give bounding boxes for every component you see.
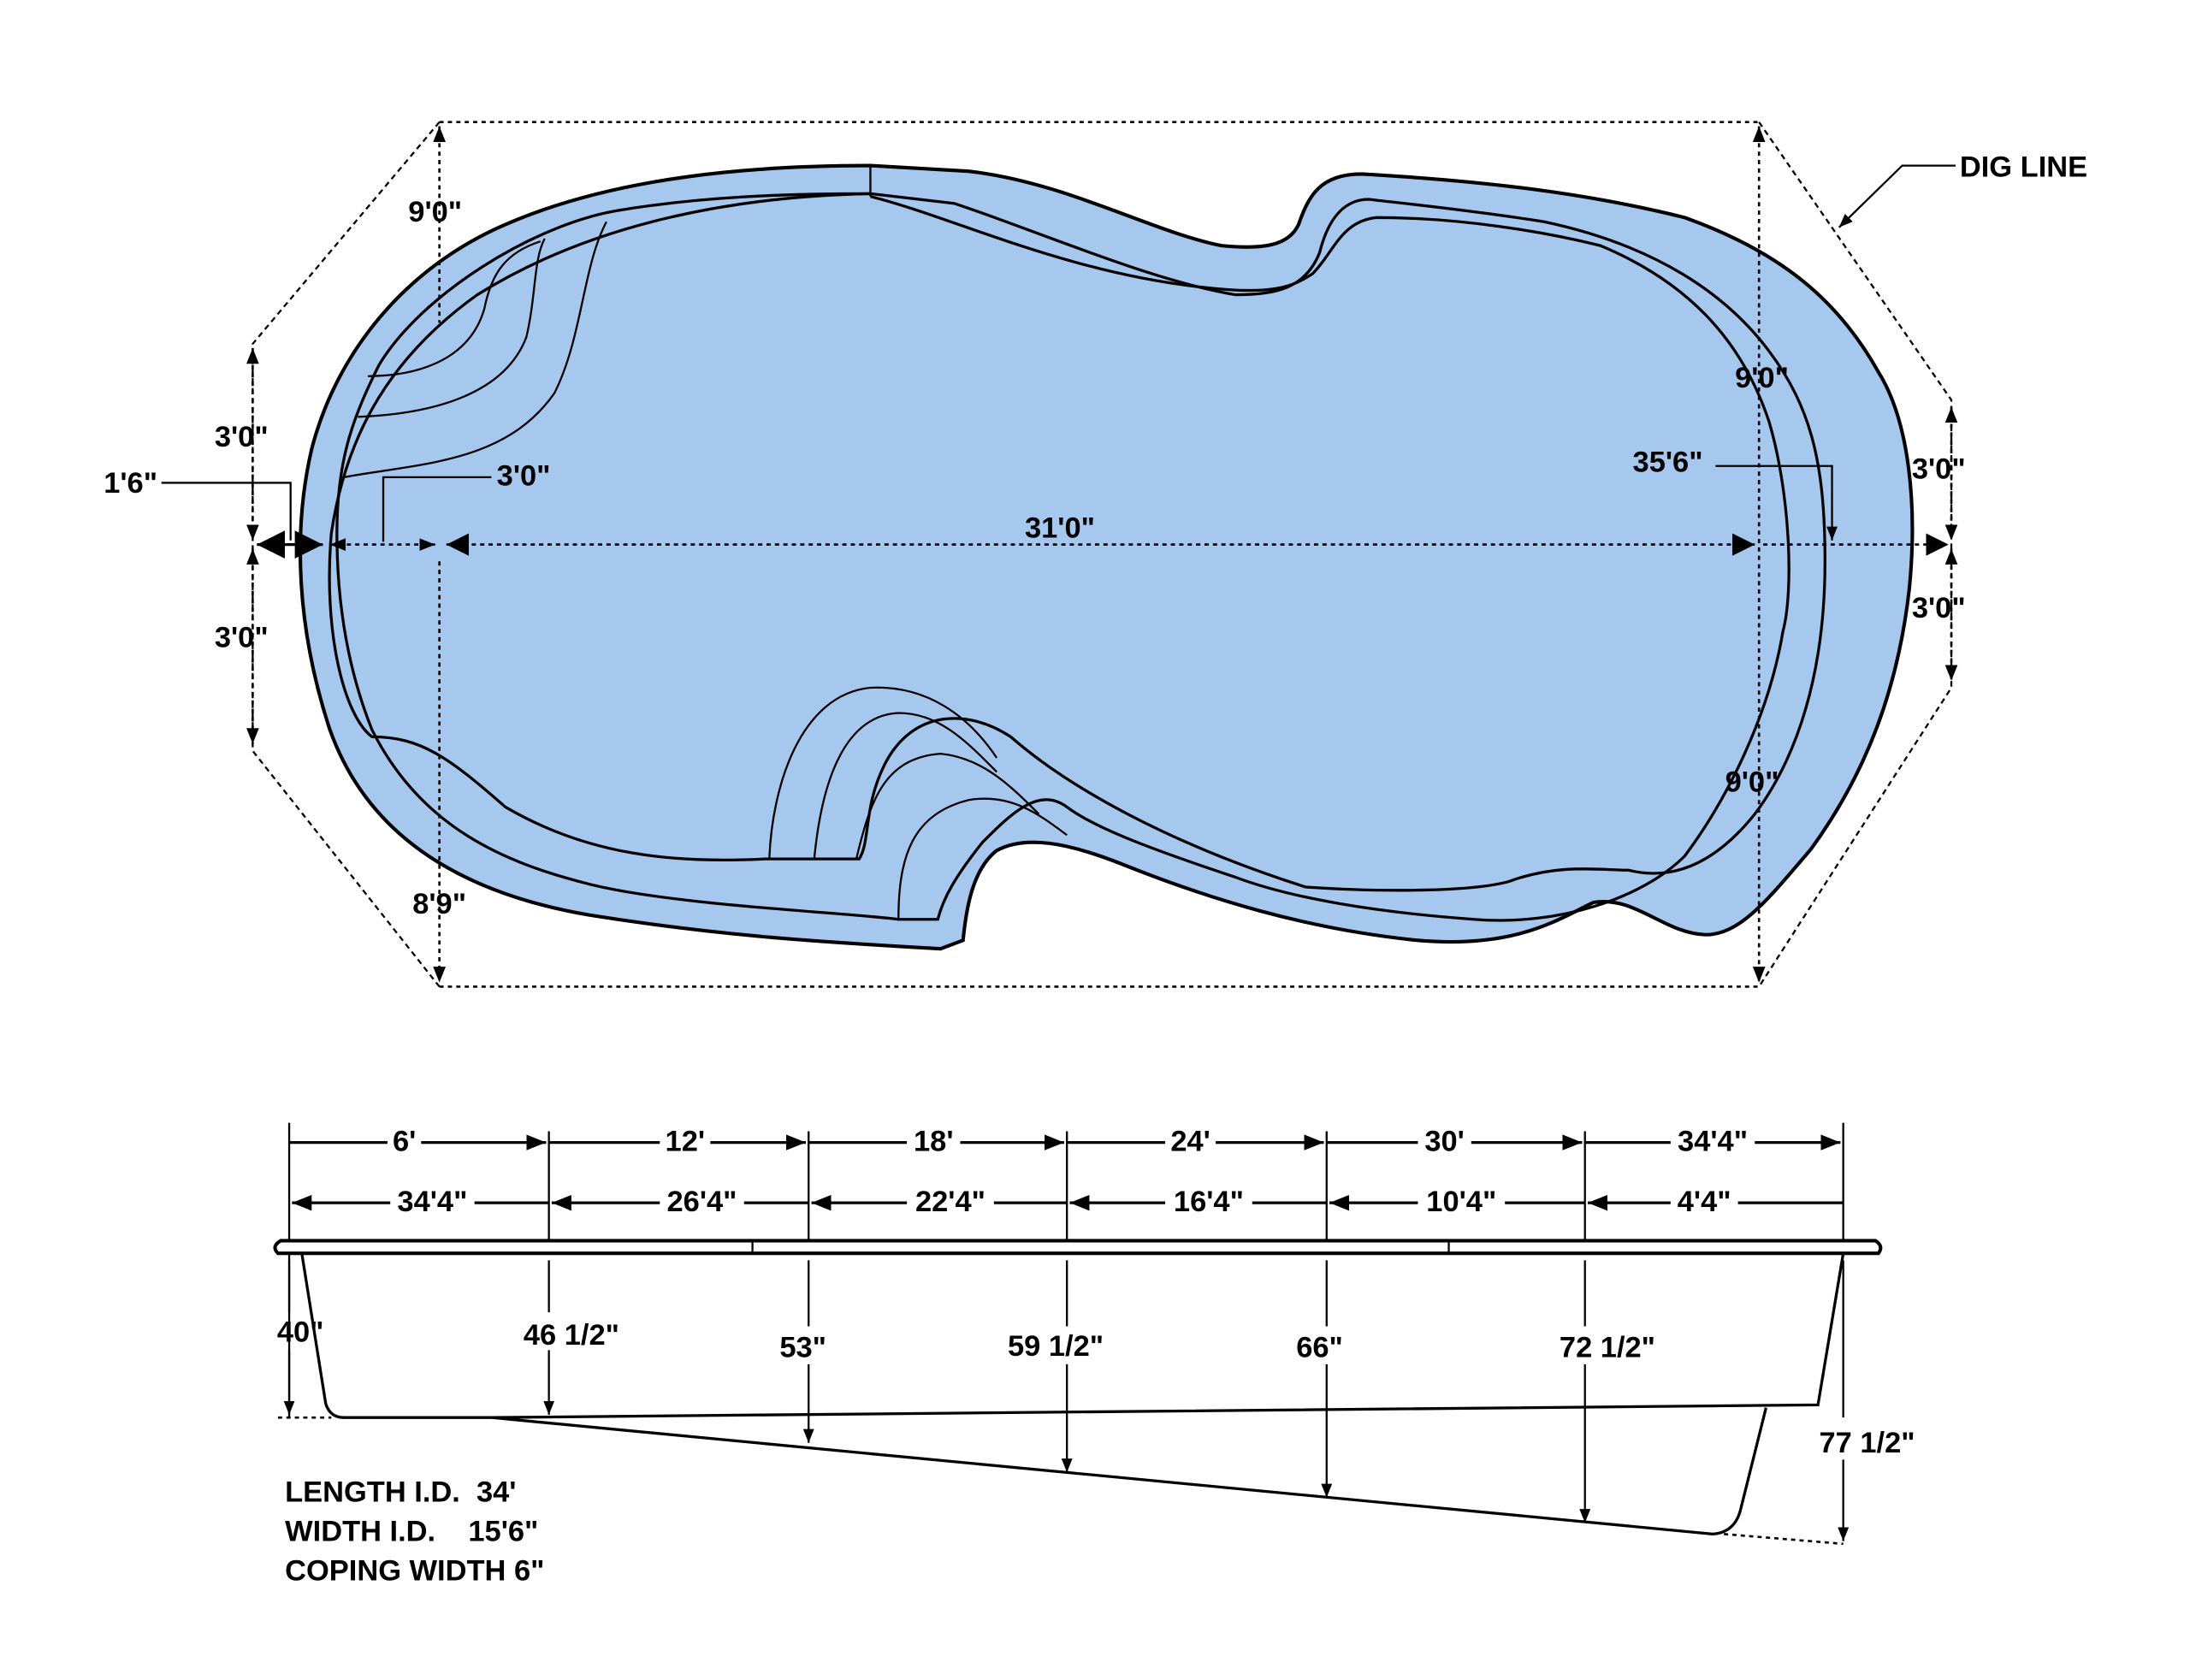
depth-label: 53": [779, 1332, 826, 1364]
depth-label: 77 1/2": [1820, 1427, 1915, 1459]
step-line: [768, 686, 998, 860]
leader-3-0: [382, 476, 492, 542]
pool-floor-slope: [491, 1407, 1768, 1536]
step-line: [813, 712, 997, 860]
leader-1-6: [161, 482, 292, 541]
pool-coping-outline: [298, 163, 1915, 951]
station-reverse-label: 10'4": [1426, 1186, 1496, 1218]
dim-left-lower-3: 3'0": [215, 621, 269, 654]
step-line: [343, 221, 607, 478]
station-forward-label: 12': [666, 1125, 706, 1157]
step-line: [897, 797, 1068, 920]
depth-label: 66": [1296, 1332, 1343, 1364]
station-forward-label: 18': [914, 1125, 954, 1157]
depth-label: 59 1/2": [1008, 1330, 1104, 1363]
pool-floor-outline: [335, 192, 1790, 922]
station-reverse-label: 22'4": [915, 1186, 986, 1218]
station-forward-label: 30': [1424, 1125, 1465, 1157]
depth-label: 40": [277, 1316, 324, 1349]
station-reverse-label: 4'4": [1678, 1186, 1731, 1218]
note-width: WIDTH I.D. 15'6": [285, 1516, 538, 1548]
station-reverse-label: 34'4": [397, 1186, 467, 1218]
dim-left-upper-3: 3'0": [215, 421, 269, 453]
dig-line-label: DIG LINE: [1960, 151, 2087, 184]
dim-top-left-9: 9'0": [408, 196, 462, 228]
plan-view: DIG LINE 9'0" 3'0" 1'6" 3'0" 31'0" 3'0" …: [104, 122, 2087, 987]
depth-label: 46 1/2": [524, 1319, 619, 1352]
leader-dig-line: [1838, 164, 1956, 228]
pool-wall-outline: [328, 192, 1826, 892]
depth-label: 72 1/2": [1560, 1332, 1655, 1364]
depth-arrows: [289, 1260, 1844, 1541]
step-line: [367, 240, 542, 377]
step-line: [358, 238, 546, 418]
dim-right-lower-9: 9'0": [1725, 766, 1779, 798]
dig-line: [252, 121, 1953, 988]
dim-left-1-6: 1'6": [104, 467, 157, 500]
coping-joint: [751, 1240, 1450, 1254]
dimension-box: [439, 121, 1760, 988]
dim-right-35-6: 35'6": [1633, 446, 1703, 478]
dim-right-lower-3: 3'0": [1912, 592, 1966, 624]
station-reverse-label: 26'4": [667, 1186, 737, 1218]
note-coping: COPING WIDTH 6": [285, 1555, 544, 1588]
dim-right-upper-3: 3'0": [1912, 453, 1966, 486]
dim-right-upper-9: 9'0": [1735, 362, 1789, 394]
leader-35-6: [1715, 464, 1838, 541]
station-reverse-label: 16'4": [1174, 1186, 1244, 1218]
station-forward-label: 34'4": [1678, 1125, 1748, 1157]
coping-bar: [273, 1239, 1883, 1256]
station-forward-label: 24': [1170, 1125, 1210, 1157]
station-forward-label: 6': [393, 1125, 416, 1157]
dim-bottom-left-8-9: 8'9": [412, 888, 466, 920]
step-line: [855, 752, 1040, 860]
dim-inner-3: 3'0": [497, 460, 551, 493]
dim-center-31: 31'0": [1025, 512, 1095, 544]
note-length: LENGTH I.D. 34': [285, 1476, 516, 1509]
section-view: 6' 12' 18' 24' 30' 34'4" 34'4" 26'4" 22'…: [275, 1123, 1915, 1588]
pool-section-profile: [300, 1252, 1845, 1419]
